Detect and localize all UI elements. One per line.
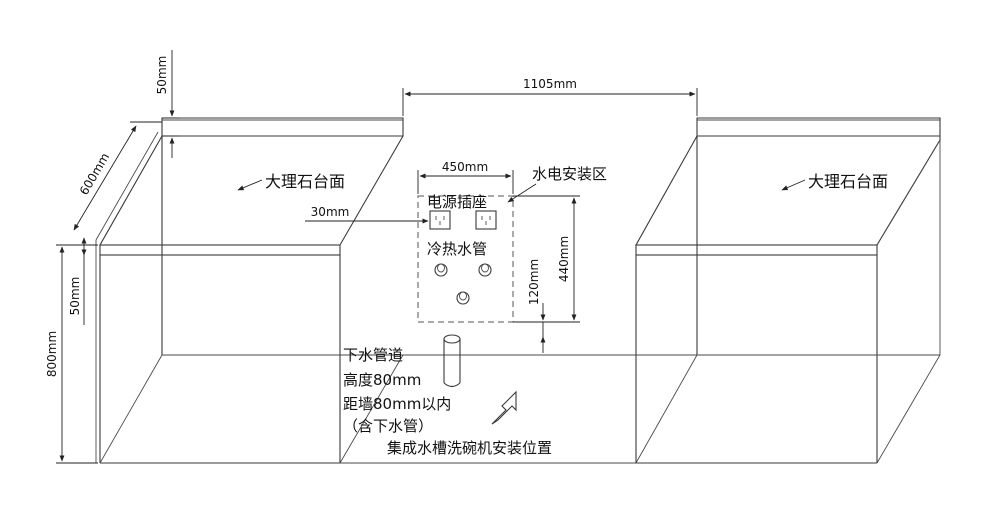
socket-left [429,210,451,230]
marble-right-label: 大理石台面 [808,172,888,191]
valve-center-icon [456,291,470,305]
dim-pipe-height-label: 120mm [527,259,541,305]
install-zone-label: 水电安装区 [532,165,607,183]
valve-cold-icon [478,263,492,277]
drain-line-3: 距墙80mm以内 [343,395,451,413]
dishwasher-arrow-icon [491,390,517,425]
dim-socket-offset-label: 30mm [311,205,350,219]
dim-counter-thickness-side-label: 50mm [68,277,82,316]
power-socket-label: 电源插座 [427,193,487,211]
left-countertop [99,117,404,246]
dim-top-width-label: 1105mm [523,77,577,91]
socket-right [475,210,497,230]
dim-counter-thickness-top: 50mm [155,50,180,158]
dim-counter-thickness-top-label: 50mm [155,56,169,95]
dim-zone-height-label: 440mm [557,236,571,282]
right-countertop [635,117,941,246]
drain-line-1: 下水管道 [343,346,403,364]
dim-top-width: 1105mm [402,77,698,116]
dim-pipe-height: 120mm [516,259,548,353]
dim-zone-width: 450mm [417,160,514,194]
dim-counter-thickness-side: 50mm [68,237,98,325]
marble-left-label: 大理石台面 [265,172,345,191]
drain-line-4: （含下水管） [343,417,433,435]
dim-zone-height: 440mm [513,195,580,323]
dim-socket-offset: 30mm [305,205,429,224]
dim-cabinet-height-label: 800mm [45,331,59,377]
hot-cold-pipe-label: 冷热水管 [427,240,487,258]
dim-zone-width-label: 450mm [442,160,488,174]
dishwasher-label: 集成水槽洗碗机安装位置 [387,439,552,457]
drain-line-2: 高度80mm [343,371,421,389]
drain-pipe [443,334,461,388]
dim-cabinet-height: 800mm [45,244,98,464]
valve-hot-icon [434,263,448,277]
right-cabinet [635,117,941,464]
